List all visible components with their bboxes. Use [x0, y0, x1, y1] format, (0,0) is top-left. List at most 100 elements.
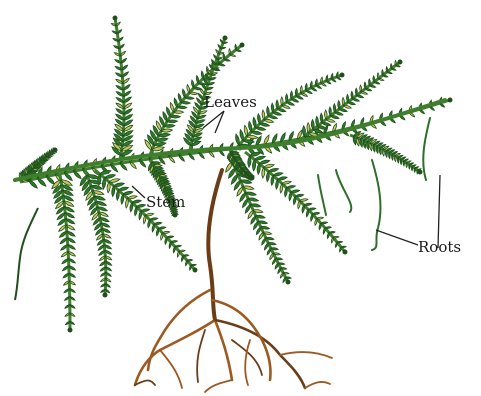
shoot-tip [286, 280, 291, 285]
leaflet [291, 190, 300, 193]
leaflet [337, 241, 342, 243]
leaflet [259, 232, 263, 240]
leaflet [296, 96, 303, 99]
leaflet [316, 116, 319, 126]
leaflet [320, 113, 323, 123]
leaflet [267, 107, 270, 117]
leaflet [317, 217, 324, 219]
leaflet [255, 127, 265, 130]
leaflet [187, 259, 192, 261]
leaflet [174, 98, 177, 107]
leaflet [116, 190, 119, 200]
leaflet [173, 247, 175, 253]
leaflet [311, 214, 313, 221]
leaflet [46, 152, 47, 156]
leaflet [357, 95, 364, 98]
leaflet [329, 107, 332, 116]
leaflet [236, 134, 240, 145]
leaflet [311, 88, 317, 91]
leaflet [120, 163, 127, 170]
leaflet [58, 219, 66, 226]
leaflet [262, 238, 266, 245]
leaflet [271, 103, 274, 112]
leaflet [114, 183, 125, 186]
root-branch [305, 382, 330, 388]
leaflet [143, 215, 146, 224]
leaflet [407, 161, 411, 163]
leaflet [181, 101, 190, 104]
leaflet [429, 106, 434, 110]
leaflet [248, 210, 253, 219]
leafy-shoots [19, 16, 452, 333]
leaflet [298, 201, 301, 209]
leaflet [264, 243, 268, 250]
root-branch [160, 350, 182, 388]
leaflet [47, 151, 48, 155]
leaflet [260, 123, 270, 126]
leaflet [270, 253, 274, 259]
leaflet [308, 208, 316, 210]
leaflet [46, 176, 54, 184]
leaflet [169, 242, 171, 249]
leaflet [338, 101, 340, 109]
leaflet [255, 156, 266, 160]
leaflet [369, 79, 371, 85]
leaflet [398, 155, 403, 157]
leaflet [105, 175, 116, 179]
root-branch [215, 320, 232, 380]
leaflet [218, 45, 221, 49]
leaflet [187, 85, 190, 93]
leaflet [64, 173, 72, 181]
leaflet [370, 85, 376, 87]
leaflet [268, 116, 277, 119]
leaflet [182, 89, 185, 98]
leaflet [197, 98, 202, 104]
leafy-shoot [95, 170, 198, 273]
shoot-tip [340, 73, 345, 78]
leaflet [383, 75, 388, 77]
leaflet [201, 71, 203, 79]
leaflet [134, 207, 137, 216]
leaflet [130, 162, 137, 169]
leaflet [315, 219, 317, 226]
leaflet [300, 199, 308, 202]
leaflet [326, 81, 331, 84]
leaflet [284, 188, 287, 197]
leaflet [198, 93, 203, 99]
shoot-tip [418, 170, 423, 175]
leaflet [271, 175, 274, 185]
leaflet [191, 80, 194, 88]
leaflet [331, 237, 333, 243]
leaflet [291, 99, 298, 102]
leaflet [361, 92, 368, 94]
leaflet [275, 263, 278, 269]
leaflet [137, 204, 146, 207]
leaflet [139, 211, 142, 220]
leaflet [175, 245, 181, 247]
leaflet [390, 64, 391, 69]
leaflet [295, 194, 303, 197]
leaflet [179, 250, 185, 252]
leaflet [41, 156, 42, 161]
leaflet [185, 97, 194, 100]
shoot-tip [448, 98, 453, 103]
leaflet [183, 255, 189, 257]
shoot-tip [113, 16, 118, 21]
leaflet [251, 131, 262, 134]
leaflet [262, 167, 265, 178]
leaflet [273, 112, 282, 115]
shoot-tip [193, 268, 198, 273]
leaflet [189, 92, 198, 94]
shoot-tip [343, 250, 348, 255]
leaflet [29, 180, 38, 188]
leaflet [386, 67, 387, 72]
leaflet [237, 187, 243, 197]
root-branch [135, 320, 215, 385]
leaflet [395, 153, 400, 156]
leaflet [335, 242, 337, 247]
leaflet [161, 233, 163, 240]
leaves-label: Leaves [204, 93, 257, 111]
leaflet [286, 277, 292, 279]
leaflet [132, 200, 141, 203]
leaflet [397, 158, 399, 164]
